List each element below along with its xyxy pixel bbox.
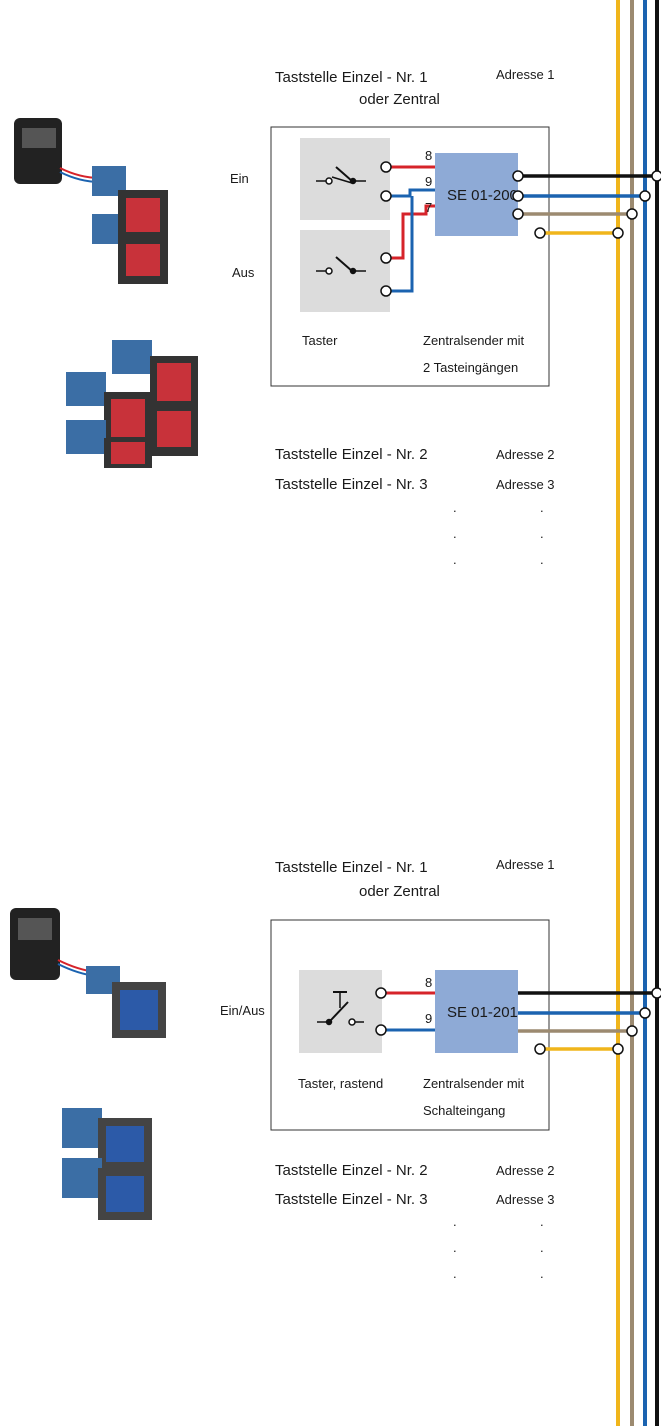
bottom-address-1: Adresse 1 xyxy=(496,857,555,872)
bottom-continuation-dots: . . . . . . xyxy=(453,1214,544,1281)
top-title-line2: oder Zentral xyxy=(359,91,440,108)
photo-pushbutton-cluster-blue xyxy=(62,1108,152,1220)
photo-pushbutton-cluster-red xyxy=(66,340,198,468)
svg-text:.: . xyxy=(453,1266,457,1281)
device-se-01-200 xyxy=(435,153,518,236)
bottom-switch-terminals xyxy=(375,987,387,1036)
photo-pushbutton-module-blue xyxy=(10,908,166,1038)
svg-text:.: . xyxy=(540,1266,544,1281)
svg-text:.: . xyxy=(453,1214,457,1229)
photo-pushbutton-module-red xyxy=(14,118,168,284)
top-device-caption-2: 2 Tasteingängen xyxy=(423,360,518,375)
svg-text:.: . xyxy=(540,1240,544,1255)
top-bus-terminals xyxy=(512,170,661,239)
svg-text:.: . xyxy=(453,500,457,515)
svg-text:.: . xyxy=(540,552,544,567)
label-ein: Ein xyxy=(230,171,249,186)
bottom-switch-caption: Taster, rastend xyxy=(298,1076,383,1091)
bottom-row2-address: Adresse 2 xyxy=(496,1163,555,1178)
switch-box-aus xyxy=(300,230,390,312)
switch-box-latching xyxy=(299,970,382,1053)
top-pin-9: 9 xyxy=(425,174,432,189)
top-bus-connections xyxy=(518,174,657,235)
bottom-row2-title: Taststelle Einzel - Nr. 2 xyxy=(275,1162,428,1179)
bottom-title-line2: oder Zentral xyxy=(359,883,440,900)
bottom-bus-terminals xyxy=(534,987,661,1055)
svg-text:.: . xyxy=(540,1214,544,1229)
top-row3-address: Adresse 3 xyxy=(496,477,555,492)
top-pin-8: 8 xyxy=(425,148,432,163)
label-ein-aus: Ein/Aus xyxy=(220,1003,265,1018)
device-se-01-201-label: SE 01-201 xyxy=(447,1004,518,1021)
device-se-01-201 xyxy=(435,970,518,1053)
top-title-line1: Taststelle Einzel - Nr. 1 xyxy=(275,69,428,86)
bottom-row3-title: Taststelle Einzel - Nr. 3 xyxy=(275,1191,428,1208)
label-aus: Aus xyxy=(232,265,255,280)
bottom-device-caption-1: Zentralsender mit xyxy=(423,1076,525,1091)
svg-text:.: . xyxy=(540,500,544,515)
bottom-device-caption-2: Schalteingang xyxy=(423,1103,505,1118)
bottom-pin-9: 9 xyxy=(425,1011,432,1026)
top-address-1: Adresse 1 xyxy=(496,67,555,82)
bottom-pin-8: 8 xyxy=(425,975,432,990)
top-device-caption-1: Zentralsender mit xyxy=(423,333,525,348)
svg-text:.: . xyxy=(453,552,457,567)
top-switch-terminals xyxy=(380,161,392,297)
svg-text:.: . xyxy=(453,526,457,541)
latching-switch-symbol xyxy=(317,991,364,1026)
top-switch-caption: Taster xyxy=(302,333,338,348)
switch-symbol-aus xyxy=(316,256,366,275)
bottom-internal-wires xyxy=(381,991,435,1032)
top-pin-7: 7 xyxy=(425,200,432,215)
switch-symbol-ein xyxy=(316,166,366,185)
top-internal-wires xyxy=(386,165,435,293)
svg-text:.: . xyxy=(540,526,544,541)
top-row2-title: Taststelle Einzel - Nr. 2 xyxy=(275,446,428,463)
bus-lines xyxy=(616,0,659,1426)
bottom-title-line1: Taststelle Einzel - Nr. 1 xyxy=(275,859,428,876)
device-se-01-200-label: SE 01-200 xyxy=(447,187,518,204)
bottom-bus-connections xyxy=(518,991,657,1051)
top-row2-address: Adresse 2 xyxy=(496,447,555,462)
top-continuation-dots: . . . . . . xyxy=(453,500,544,567)
switch-box-ein xyxy=(300,138,390,220)
svg-text:.: . xyxy=(453,1240,457,1255)
top-row3-title: Taststelle Einzel - Nr. 3 xyxy=(275,476,428,493)
bottom-row3-address: Adresse 3 xyxy=(496,1192,555,1207)
